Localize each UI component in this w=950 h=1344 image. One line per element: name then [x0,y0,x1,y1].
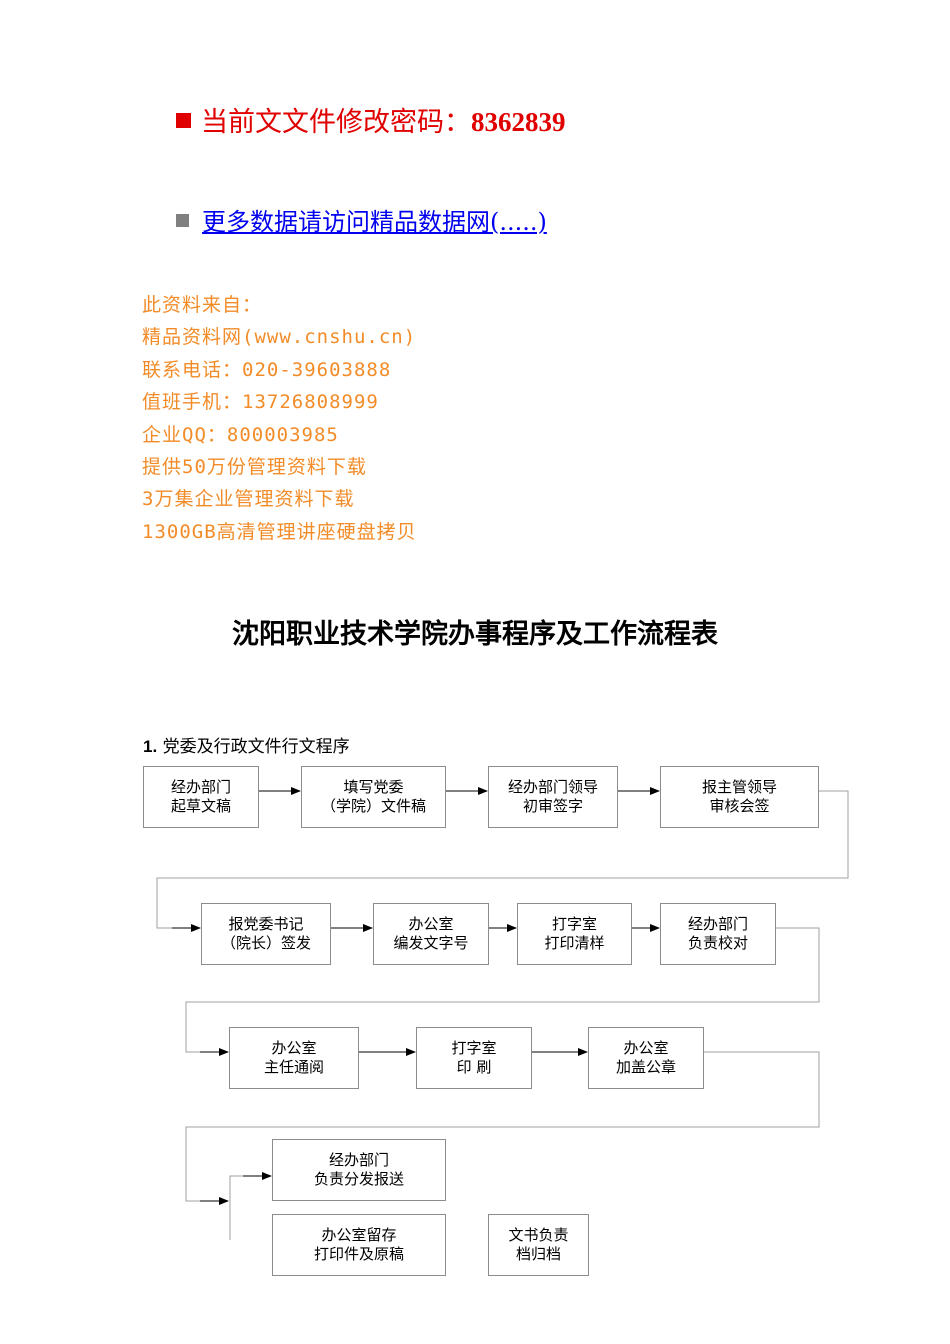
step-line: 初审签字 [522,797,583,815]
step-line: 打印清样 [544,934,605,952]
flow-step-leader-signoff: 报主管领导审核会签 [660,766,819,828]
connector-row3-row4 [185,1051,820,1202]
step-line: 编发文字号 [393,934,469,952]
connector-branch [229,1175,243,1240]
step-line: 负责分发报送 [313,1170,404,1188]
step-line: 办公室 [271,1039,317,1057]
section-number: 1. [143,737,158,756]
step-line: 经办部门 [170,778,231,796]
step-line: 办公室 [623,1039,669,1057]
section-heading: 1. 党委及行政文件行文程序 [143,732,350,757]
flow-step-director-review: 办公室主任通阅 [229,1027,359,1089]
step-line: 主任通阅 [263,1058,324,1076]
document-title: 沈阳职业技术学院办事程序及工作流程表 [232,619,718,650]
more-data-link[interactable]: 更多数据请访问精品数据网(.....) [202,208,547,236]
source-line: 1300GB高清管理讲座硬盘拷贝 [142,521,417,543]
step-line: 经办部门 [328,1151,389,1169]
flow-step-initial-review: 经办部门领导初审签字 [488,766,618,828]
flow-step-fill-form: 填写党委（学院）文件稿 [301,766,446,828]
source-line: 联系电话：020-39603888 [142,359,392,381]
step-line: 负责校对 [687,934,748,952]
password-value: 8362839 [471,107,566,137]
flow-step-secretary-sign: 报党委书记（院长）签发 [201,903,331,965]
step-line: 加盖公章 [615,1058,676,1076]
step-line: 填写党委 [343,778,404,796]
red-square-bullet-icon [176,113,191,128]
source-line: 提供50万份管理资料下载 [142,456,367,478]
step-line: 档归档 [515,1245,561,1263]
step-line: 报党委书记 [228,915,304,933]
flow-step-draft: 经办部门起草文稿 [143,766,259,828]
step-line: 打印件及原稿 [313,1245,404,1263]
connector-row1-row2 [156,790,849,929]
flow-step-distribute: 经办部门负责分发报送 [272,1139,446,1201]
step-line: 文书负责 [508,1226,569,1244]
step-line: 打字室 [551,915,597,933]
source-line: 3万集企业管理资料下载 [142,488,355,510]
source-line: 此资料来自： [142,294,263,316]
step-line: 印 刷 [456,1058,492,1076]
flow-step-proofread: 经办部门负责校对 [660,903,776,965]
password-label: 当前文文件修改密码： [201,107,471,138]
section-title: 党委及行政文件行文程序 [162,737,350,757]
password-line: 当前文文件修改密码：8362839 [176,100,566,139]
flow-step-filing: 文书负责档归档 [488,1214,589,1276]
more-data-line: 更多数据请访问精品数据网(.....) [176,202,547,237]
step-line: 起草文稿 [170,797,231,815]
step-line: 报主管领导 [701,778,777,796]
step-line: （院长）签发 [220,934,311,952]
step-line: 办公室 [408,915,454,933]
step-line: 打字室 [451,1039,497,1057]
flow-step-print-proof: 打字室打印清样 [517,903,632,965]
flow-step-numbering: 办公室编发文字号 [373,903,489,965]
source-line: 企业QQ：800003985 [142,424,339,446]
step-line: （学院）文件稿 [320,797,426,815]
flow-step-printing: 打字室印 刷 [416,1027,532,1089]
step-line: 经办部门 [687,915,748,933]
flow-step-archive-copy: 办公室留存打印件及原稿 [272,1214,446,1276]
step-line: 办公室留存 [321,1226,397,1244]
gray-square-bullet-icon [176,214,189,227]
step-line: 审核会签 [709,797,770,815]
step-line: 经办部门领导 [507,778,598,796]
connector-row2-row3 [185,927,820,1053]
flow-step-seal: 办公室加盖公章 [588,1027,704,1089]
source-line: 值班手机：13726808999 [142,391,379,413]
source-line: 精品资料网(www.cnshu.cn) [142,326,417,348]
